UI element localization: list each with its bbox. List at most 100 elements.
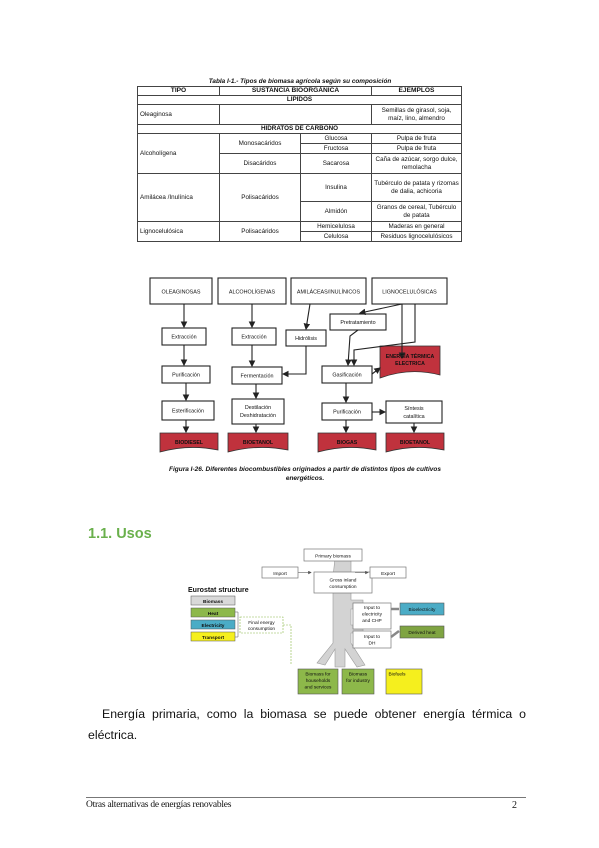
- box-oleaginosas: [149, 277, 213, 305]
- box-biogas: [317, 432, 377, 453]
- label-lignocelulosicas: LIGNOCELULÓSICAS: [382, 289, 437, 296]
- label-consumption: consumption: [329, 584, 357, 590]
- section-hidratos: HIDRATOS DE CARBONO: [137, 124, 462, 134]
- legend-label-transport: Transport: [202, 635, 225, 641]
- cell-polisacaridos-1: Polisacáridos: [219, 173, 301, 222]
- label-bioetanol-2: BIOETANOL: [400, 440, 431, 446]
- label-input-chp-3: and CHP: [362, 618, 381, 624]
- legend-transport: [190, 631, 236, 642]
- box-amilaceas: [290, 277, 367, 305]
- col-header-sustancia: SUSTANCIA BIOORGÁNICA: [219, 86, 372, 96]
- cell-celulosa-ejemplos: Residuos lignocelulósicos: [371, 231, 462, 242]
- label-input-dh-1: Input to: [364, 634, 380, 640]
- cell-lignocelulosica: Lignocelulósica: [137, 221, 220, 242]
- page-number: 2: [512, 800, 517, 811]
- label-extraccion-1: Extracción: [171, 335, 196, 341]
- cell-glucosa: Glucosa: [300, 133, 372, 144]
- label-households-3: and services: [305, 685, 333, 691]
- body-paragraph-text: Energía primaria, como la biomasa se pue…: [88, 707, 526, 742]
- box-input-dh: [352, 630, 392, 649]
- label-final-energy: Final energy: [248, 620, 275, 626]
- label-derived-heat: Derived heat: [408, 630, 436, 636]
- label-amilaceas: AMILÁCEAS/INULÍNICOS: [297, 289, 361, 296]
- cell-oleaginosa: Oleaginosa: [137, 104, 220, 125]
- footer-title: Otras alternativas de energías renovable…: [86, 800, 232, 810]
- cell-sacarosa-ejemplos: Caña de azúcar, sorgo dulce, remolacha: [371, 153, 462, 174]
- box-export: [369, 566, 407, 579]
- label-purificacion-1: Purificación: [172, 373, 200, 379]
- col-header-tipo: TIPO: [137, 86, 220, 96]
- box-energia-termica: [379, 345, 441, 379]
- label-export: Export: [381, 571, 396, 577]
- figure-caption-line-1: Figura I-26. Diferentes biocombustibles …: [169, 466, 441, 473]
- label-sintesis: Síntesis: [404, 406, 423, 412]
- label-gross-inland: Gross inland: [330, 578, 357, 584]
- cell-glucosa-ejemplos: Pulpa de fruta: [371, 133, 462, 144]
- label-pretratamiento: Pretratamiento: [340, 320, 375, 326]
- box-lignocelulosicas: [371, 277, 448, 305]
- cell-oleaginosa-ejemplos: Semillas de girasol, soja, maíz, lino, a…: [371, 104, 462, 125]
- box-destilacion: [231, 398, 285, 425]
- label-esterificacion: Esterificación: [172, 409, 204, 415]
- cell-almidon: Almidón: [300, 201, 372, 222]
- label-input-chp-1: Input to: [364, 605, 380, 611]
- cell-almidon-ejemplos: Granos de cereal, Tubérculo de patata: [371, 201, 462, 222]
- label-destilacion: Destilación: [245, 405, 271, 411]
- label-alcoholigenas: ALCOHOLÍGENAS: [229, 289, 276, 296]
- col-header-ejemplos: EJEMPLOS: [371, 86, 462, 96]
- label-biodiesel: BIODIESEL: [175, 440, 204, 446]
- cell-monosacaridos: Monosacáridos: [219, 133, 301, 154]
- label-bioelectricity: Bioelectricity: [409, 607, 437, 613]
- eurostat-flow-diagram: Eurostat structure Primary biomass Impor…: [188, 548, 445, 695]
- cell-disacaridos: Disacáridos: [219, 153, 301, 174]
- box-households: [297, 668, 339, 695]
- label-input-dh-2: DH: [369, 641, 376, 647]
- cell-hemicelulosa: Hemicelulosa: [300, 221, 372, 232]
- box-gross-inland: [313, 571, 373, 594]
- label-energia-termica: ENERGÍA TÉRMICA: [386, 352, 435, 360]
- cell-polisacaridos-2: Polisacáridos: [219, 221, 301, 242]
- cell-hemicelulosa-ejemplos: Maderas en general: [371, 221, 462, 232]
- label-catalitica: catalítica: [403, 414, 424, 420]
- label-fermentacion: Fermentación: [241, 374, 274, 380]
- label-final-consumption: consumption: [248, 626, 276, 632]
- label-biofuels: Biofuels: [388, 672, 406, 678]
- label-bioetanol: BIOETANOL: [243, 440, 274, 446]
- section-lipidos: LIPIDOS: [137, 95, 462, 105]
- cell-insulina: Insulina: [300, 173, 372, 202]
- cell-empty: [219, 104, 372, 125]
- table-caption: Tabla I-1.- Tipos de biomasa agrícola se…: [208, 78, 392, 85]
- cell-celulosa: Celulosa: [300, 231, 372, 242]
- cell-sacarosa: Sacarosa: [300, 153, 372, 174]
- label-gasificacion: Gasificación: [332, 373, 361, 379]
- legend-biomass: [190, 595, 236, 606]
- box-biodiesel: [159, 432, 219, 453]
- biomass-table: TIPO SUSTANCIA BIOORGÁNICA EJEMPLOS LIPI…: [137, 86, 462, 242]
- section-heading: 1.1. Usos: [88, 526, 152, 542]
- label-biogas: BIOGAS: [337, 440, 358, 446]
- figure-caption: Figura I-26. Diferentes biocombustibles …: [140, 465, 470, 483]
- biofuel-flow-diagram: OLEAGINOSAS ALCOHOLÍGENAS AMILÁCEAS/INUL…: [149, 277, 448, 453]
- label-electrica: ELECTRICA: [395, 361, 425, 367]
- cell-fructosa-ejemplos: Pulpa de fruta: [371, 143, 462, 154]
- label-hidrolisis: Hidrólisis: [295, 336, 317, 342]
- label-households-2: households: [306, 678, 331, 684]
- label-extraccion-2: Extracción: [241, 335, 266, 341]
- eurostat-structure-title: Eurostat structure: [188, 587, 249, 594]
- label-deshidratacion: Deshidratación: [240, 413, 276, 419]
- box-derived-heat: [399, 625, 445, 639]
- legend-label-biomass: Biomass: [203, 599, 223, 605]
- box-primary-biomass: [303, 548, 363, 562]
- footer-rule: [86, 797, 526, 798]
- label-industry-1: Biomass: [349, 672, 368, 678]
- box-biofuels: [385, 668, 423, 695]
- figure-caption-line-2: energéticos.: [285, 475, 325, 482]
- legend-label-electricity: Electricity: [202, 623, 225, 629]
- label-import: Import: [273, 571, 287, 577]
- legend-label-heat: Heat: [208, 611, 219, 617]
- legend-heat: [190, 607, 236, 618]
- label-input-chp-2: electricity: [362, 612, 383, 618]
- cell-insulina-ejemplos: Tubérculo de patata y rizomas de dalia, …: [371, 173, 462, 202]
- body-paragraph: Energía primaria, como la biomasa se pue…: [88, 704, 526, 746]
- box-bioelectricity: [399, 602, 445, 616]
